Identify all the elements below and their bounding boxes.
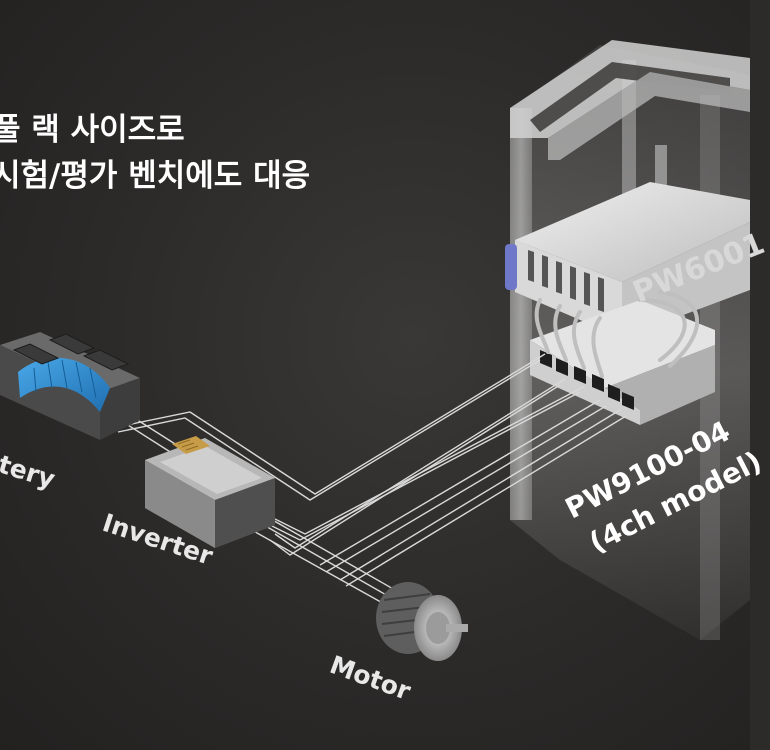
motor bbox=[376, 582, 468, 661]
rack-cables bbox=[534, 290, 699, 378]
inverter-box bbox=[145, 436, 275, 548]
diagram-illustration bbox=[0, 40, 750, 661]
battery-pack bbox=[0, 332, 140, 440]
headline-line-1: 풀 랙 사이즈로 bbox=[0, 112, 185, 148]
connection-wires bbox=[117, 353, 627, 607]
pw9100-unit bbox=[530, 300, 715, 425]
handle-left-icon bbox=[505, 244, 517, 290]
headline-line-2: 시험/평가 벤치에도 대응 bbox=[0, 158, 311, 194]
